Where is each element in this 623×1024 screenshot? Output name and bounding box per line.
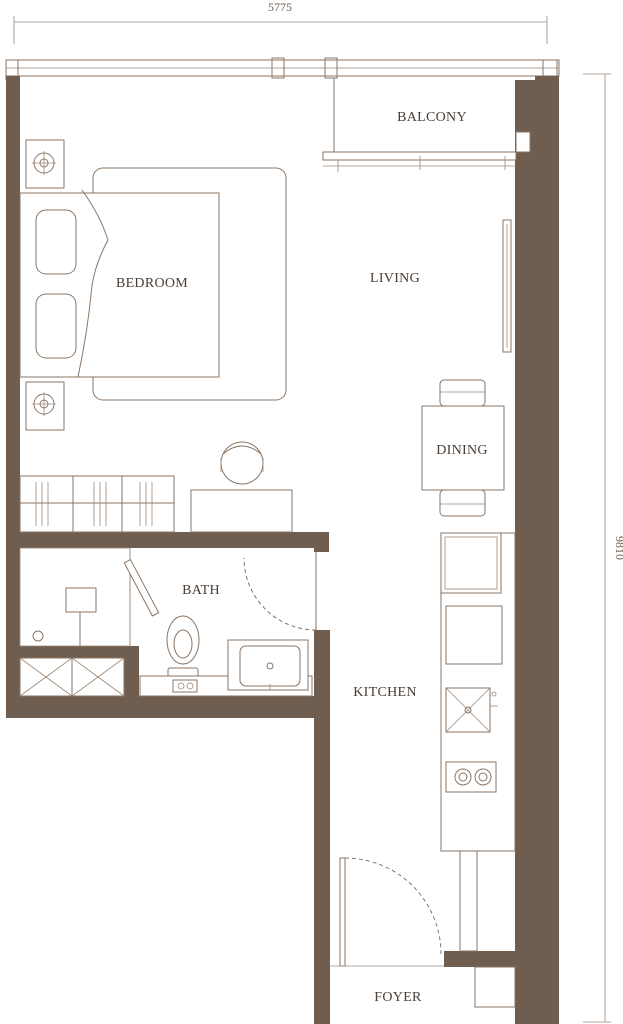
wardrobe xyxy=(19,475,175,533)
bath-basin xyxy=(227,639,309,691)
entrance-door xyxy=(329,857,444,967)
shower-glass-door xyxy=(123,558,160,617)
desk-chair xyxy=(220,441,264,485)
toilet xyxy=(166,615,200,685)
width-dimension: 5775 xyxy=(13,0,548,44)
bedroom-label: BEDROOM xyxy=(116,276,188,291)
shower xyxy=(19,547,131,647)
kitchen-cabinet xyxy=(445,605,503,665)
tv-unit xyxy=(502,219,512,353)
walls xyxy=(6,76,559,1024)
fridge xyxy=(440,532,502,594)
desk xyxy=(190,489,293,533)
dining-label: DINING xyxy=(436,443,488,458)
bedside-lamp-bottom xyxy=(25,381,65,431)
bed xyxy=(19,167,287,401)
pillow-top xyxy=(35,209,77,275)
cooktop xyxy=(445,761,497,793)
bath-door xyxy=(243,552,317,631)
bath-label: BATH xyxy=(182,583,220,598)
dining-table xyxy=(421,405,505,491)
storage-cabinet xyxy=(19,657,125,697)
width-dimension-label: 5775 xyxy=(268,0,292,14)
balcony-label: BALCONY xyxy=(397,110,467,125)
balcony-area: BALCONY xyxy=(322,78,531,172)
dining-chair-bottom xyxy=(439,489,486,517)
foyer-label: FOYER xyxy=(374,990,422,1005)
pillow-bottom xyxy=(35,293,77,359)
kitchen-label: KITCHEN xyxy=(353,685,417,700)
bedside-lamp-top xyxy=(25,139,65,189)
height-dimension-label: 9810 xyxy=(613,536,623,560)
kitchen-sink xyxy=(445,687,498,733)
foyer-cabinet xyxy=(459,850,516,1008)
living-label: LIVING xyxy=(370,271,420,286)
top-window-frame xyxy=(5,57,560,81)
height-dimension: 9810 xyxy=(583,73,623,1023)
dining-chair-top xyxy=(439,379,486,407)
